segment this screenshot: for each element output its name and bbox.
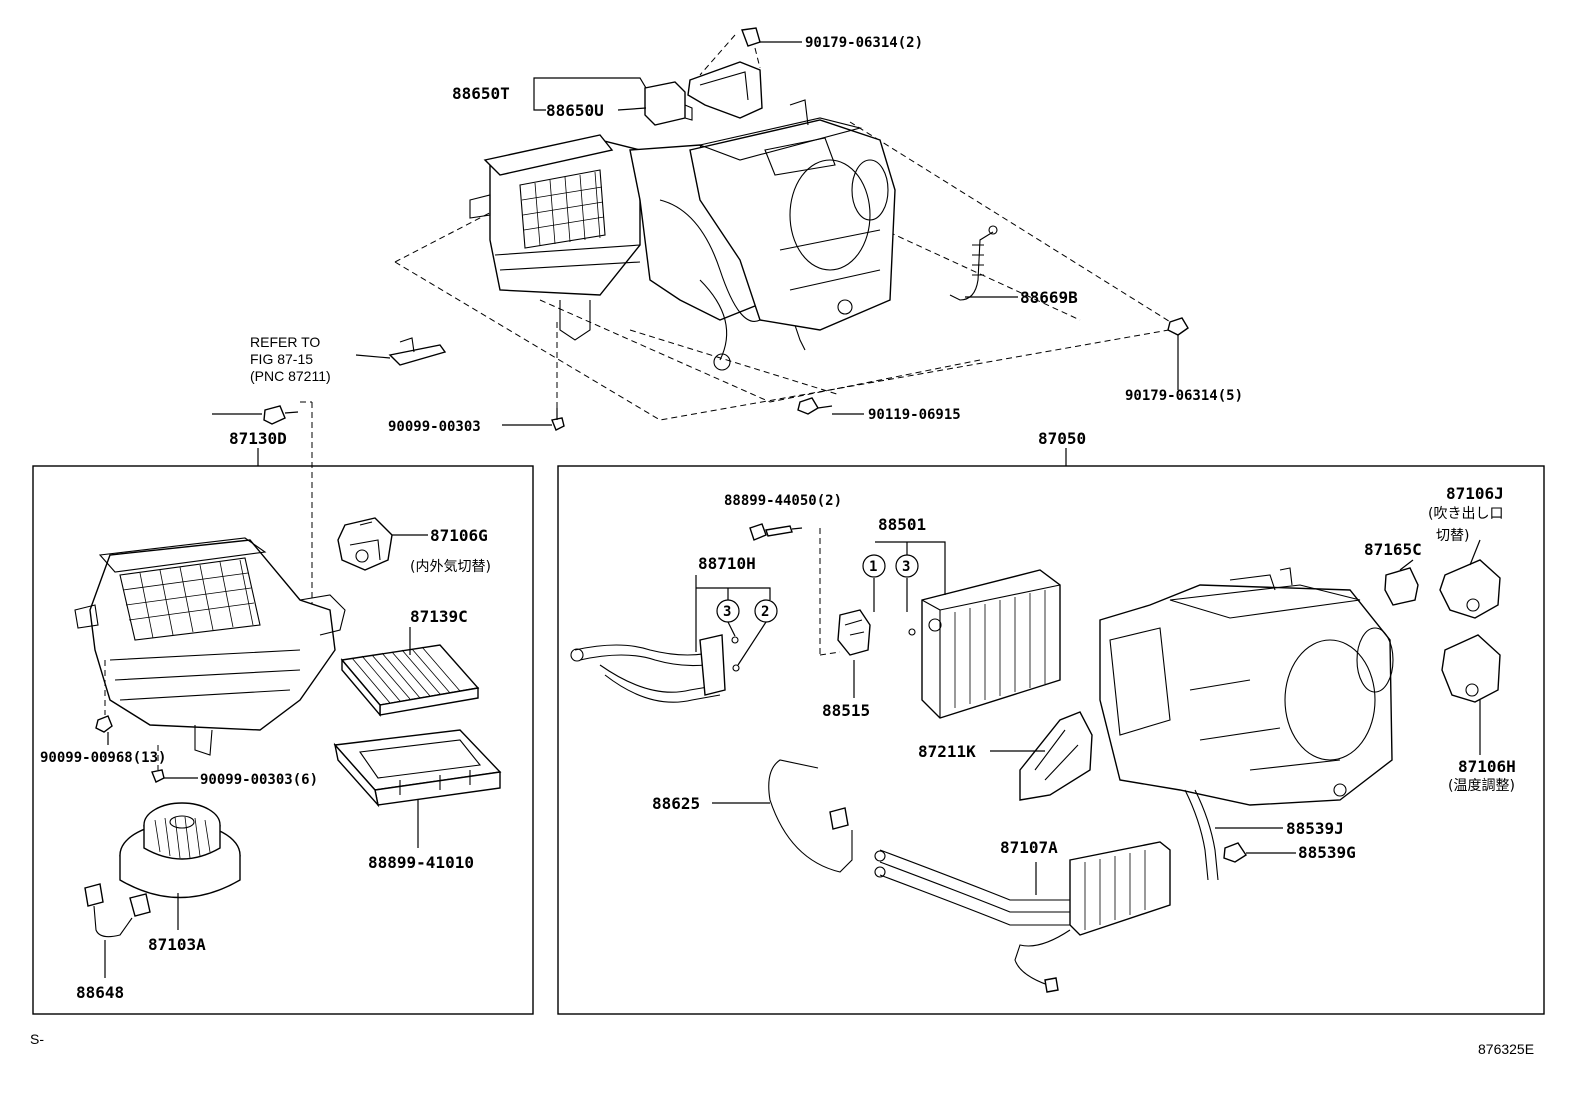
label-87106J: 87106J — [1446, 484, 1504, 503]
footer-diagram-code: 876325E — [1478, 1041, 1534, 1057]
callout-1: 1 — [869, 559, 877, 575]
label-88899-41010: 88899-41010 — [368, 853, 474, 872]
harness-88648 — [84, 883, 151, 938]
label-88539J: 88539J — [1286, 819, 1344, 838]
callout-2: 2 — [761, 604, 769, 620]
left-group-box — [32, 465, 534, 1015]
label-87139C: 87139C — [410, 607, 468, 626]
label-87106G-jp: (内外気切替) — [410, 559, 491, 575]
label-87130D: 87130D — [229, 429, 287, 448]
label-88669B: 88669B — [1020, 288, 1078, 307]
label-90119-06915: 90119-06915 — [868, 407, 961, 423]
leader-lines-top — [212, 41, 1179, 466]
leader-lines-left — [104, 534, 428, 978]
label-87106H-jp: (温度調整) — [1448, 778, 1515, 794]
label-90099-00303: 90099-00303 — [388, 419, 481, 435]
label-refer-fig: FIG 87-15 — [250, 351, 313, 367]
label-88501: 88501 — [878, 515, 926, 534]
label-87107A: 87107A — [1000, 838, 1058, 857]
label-87106G: 87106G — [430, 526, 488, 545]
right-group-box — [557, 465, 1545, 1015]
label-90179-06314-2: 90179-06314(2) — [805, 35, 923, 51]
label-87106H: 87106H — [1458, 757, 1516, 776]
part-labels: 88650T 88650U 90179-06314(2) 88669B 9017… — [30, 35, 1534, 1057]
label-88710H: 88710H — [698, 554, 756, 573]
filter-case-88899-41010 — [333, 729, 502, 808]
label-88650U: 88650U — [546, 101, 604, 120]
label-88650T: 88650T — [452, 84, 510, 103]
label-87050: 87050 — [1038, 429, 1086, 448]
label-90099-00303-6: 90099-00303(6) — [200, 772, 318, 788]
right-box-parts — [570, 523, 1501, 993]
label-87106J-jp1: (吹き出し口 — [1428, 506, 1503, 522]
label-88515: 88515 — [822, 701, 870, 720]
leader-lines-right — [695, 539, 1481, 895]
blower-motor-87103A — [119, 802, 241, 899]
label-88648: 88648 — [76, 983, 124, 1002]
footer-left: S- — [30, 1031, 44, 1047]
label-87165C: 87165C — [1364, 540, 1422, 559]
label-88539G: 88539G — [1298, 843, 1356, 862]
label-87211K: 87211K — [918, 742, 976, 761]
label-87106J-jp2: 切替) — [1436, 528, 1469, 544]
label-90179-06314-5: 90179-06314(5) — [1125, 388, 1243, 404]
label-88899-44050: 88899-44050(2) — [724, 493, 842, 509]
heater-unit-assembly-top — [263, 27, 1189, 620]
label-refer-pnc: (PNC 87211) — [250, 368, 331, 384]
callout-3b: 3 — [723, 604, 731, 620]
label-90099-00968: 90099-00968(13) — [40, 750, 166, 766]
label-88625: 88625 — [652, 794, 700, 813]
label-refer-to: REFER TO — [250, 334, 320, 350]
callout-circles — [716, 554, 919, 623]
label-87103A: 87103A — [148, 935, 206, 954]
callout-3a: 3 — [902, 559, 910, 575]
blower-assembly — [74, 537, 346, 783]
servo-87106G — [337, 517, 393, 571]
filter-87139C — [340, 644, 480, 717]
